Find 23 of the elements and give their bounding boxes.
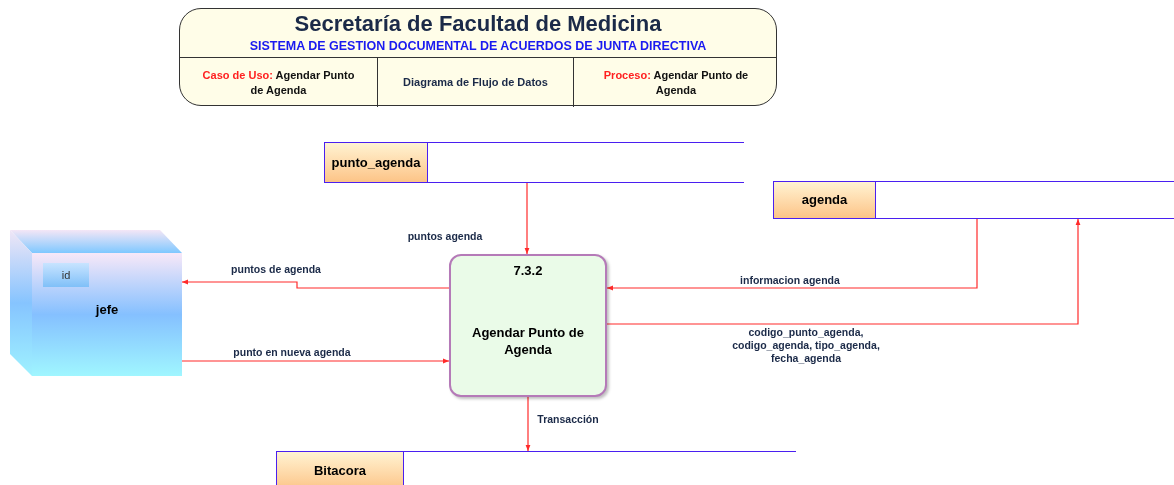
store-label: Bitacora xyxy=(277,452,404,485)
data-flow-arrow xyxy=(181,279,450,289)
attribute-tag: id xyxy=(43,263,89,287)
data-flow-arrow xyxy=(606,218,978,291)
cell-text: Diagrama de Flujo de Datos xyxy=(403,75,548,90)
process-name: Agendar Punto de Agenda xyxy=(471,324,585,358)
cell-text: Proceso: Agendar Punto de Agenda xyxy=(602,67,750,98)
process-number: 7.3.2 xyxy=(512,262,544,280)
store-label: agenda xyxy=(774,182,876,218)
store-label: punto_agenda xyxy=(325,143,428,182)
entity-name: jefe xyxy=(94,301,120,319)
data-store xyxy=(773,181,1174,219)
header-subtitle: SISTEMA DE GESTION DOCUMENTAL DE ACUERDOS DE JUNTA DIRECTIVA xyxy=(248,38,708,54)
data-flow-arrow xyxy=(606,218,1081,325)
data-store xyxy=(324,142,744,183)
data-flow-arrow xyxy=(525,396,531,452)
header-panel xyxy=(179,8,777,106)
data-flow-arrow xyxy=(181,358,450,364)
data-store xyxy=(276,451,796,485)
cell-text: Caso de Uso: Agendar Punto de Agenda xyxy=(201,67,356,98)
data-flow-arrow xyxy=(524,182,530,255)
process-box xyxy=(449,254,607,397)
header-title: Secretaría de Facultad de Medicina xyxy=(293,10,663,38)
